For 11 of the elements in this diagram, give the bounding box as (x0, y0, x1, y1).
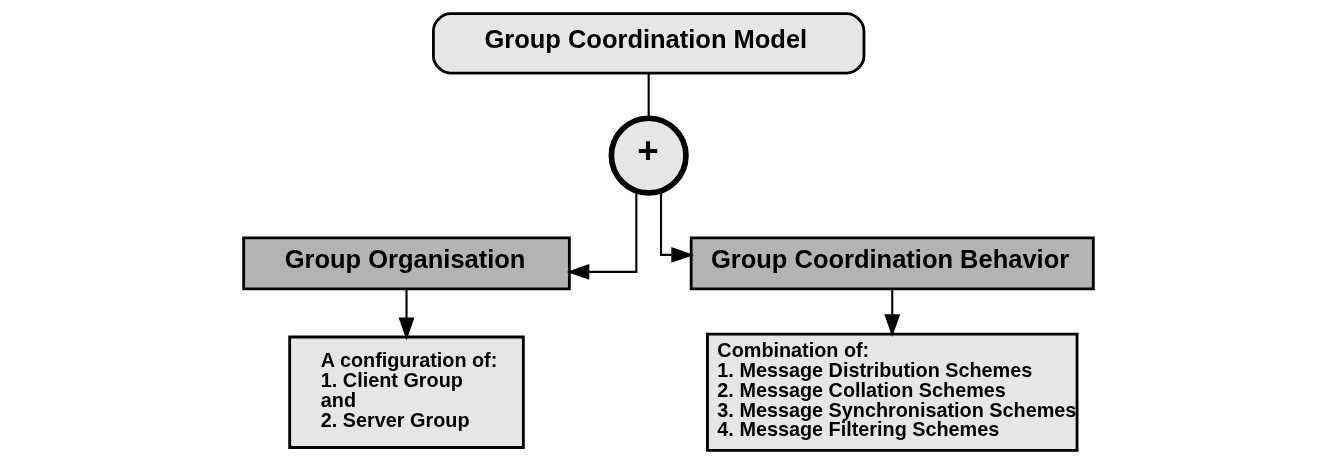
arrow (659, 190, 694, 263)
node-box: Combination of: 1. Message Distribution Schemes 2. Message Collation Schemes 3. Message Synchronisation Schemes 4. Message Filtering Schemes (705, 332, 1078, 452)
arrow (883, 289, 900, 337)
node-box: Group Coordination Behavior (689, 236, 1095, 291)
node-circle: + (608, 115, 689, 196)
node-box: Group Coordination Model (431, 12, 865, 75)
connector (647, 73, 650, 119)
arrow (566, 191, 637, 280)
arrow (398, 289, 414, 341)
node-box: A configuration of: 1. Client Group and 2. Server Group (287, 335, 525, 449)
node-box: Group Organisation (241, 236, 571, 291)
